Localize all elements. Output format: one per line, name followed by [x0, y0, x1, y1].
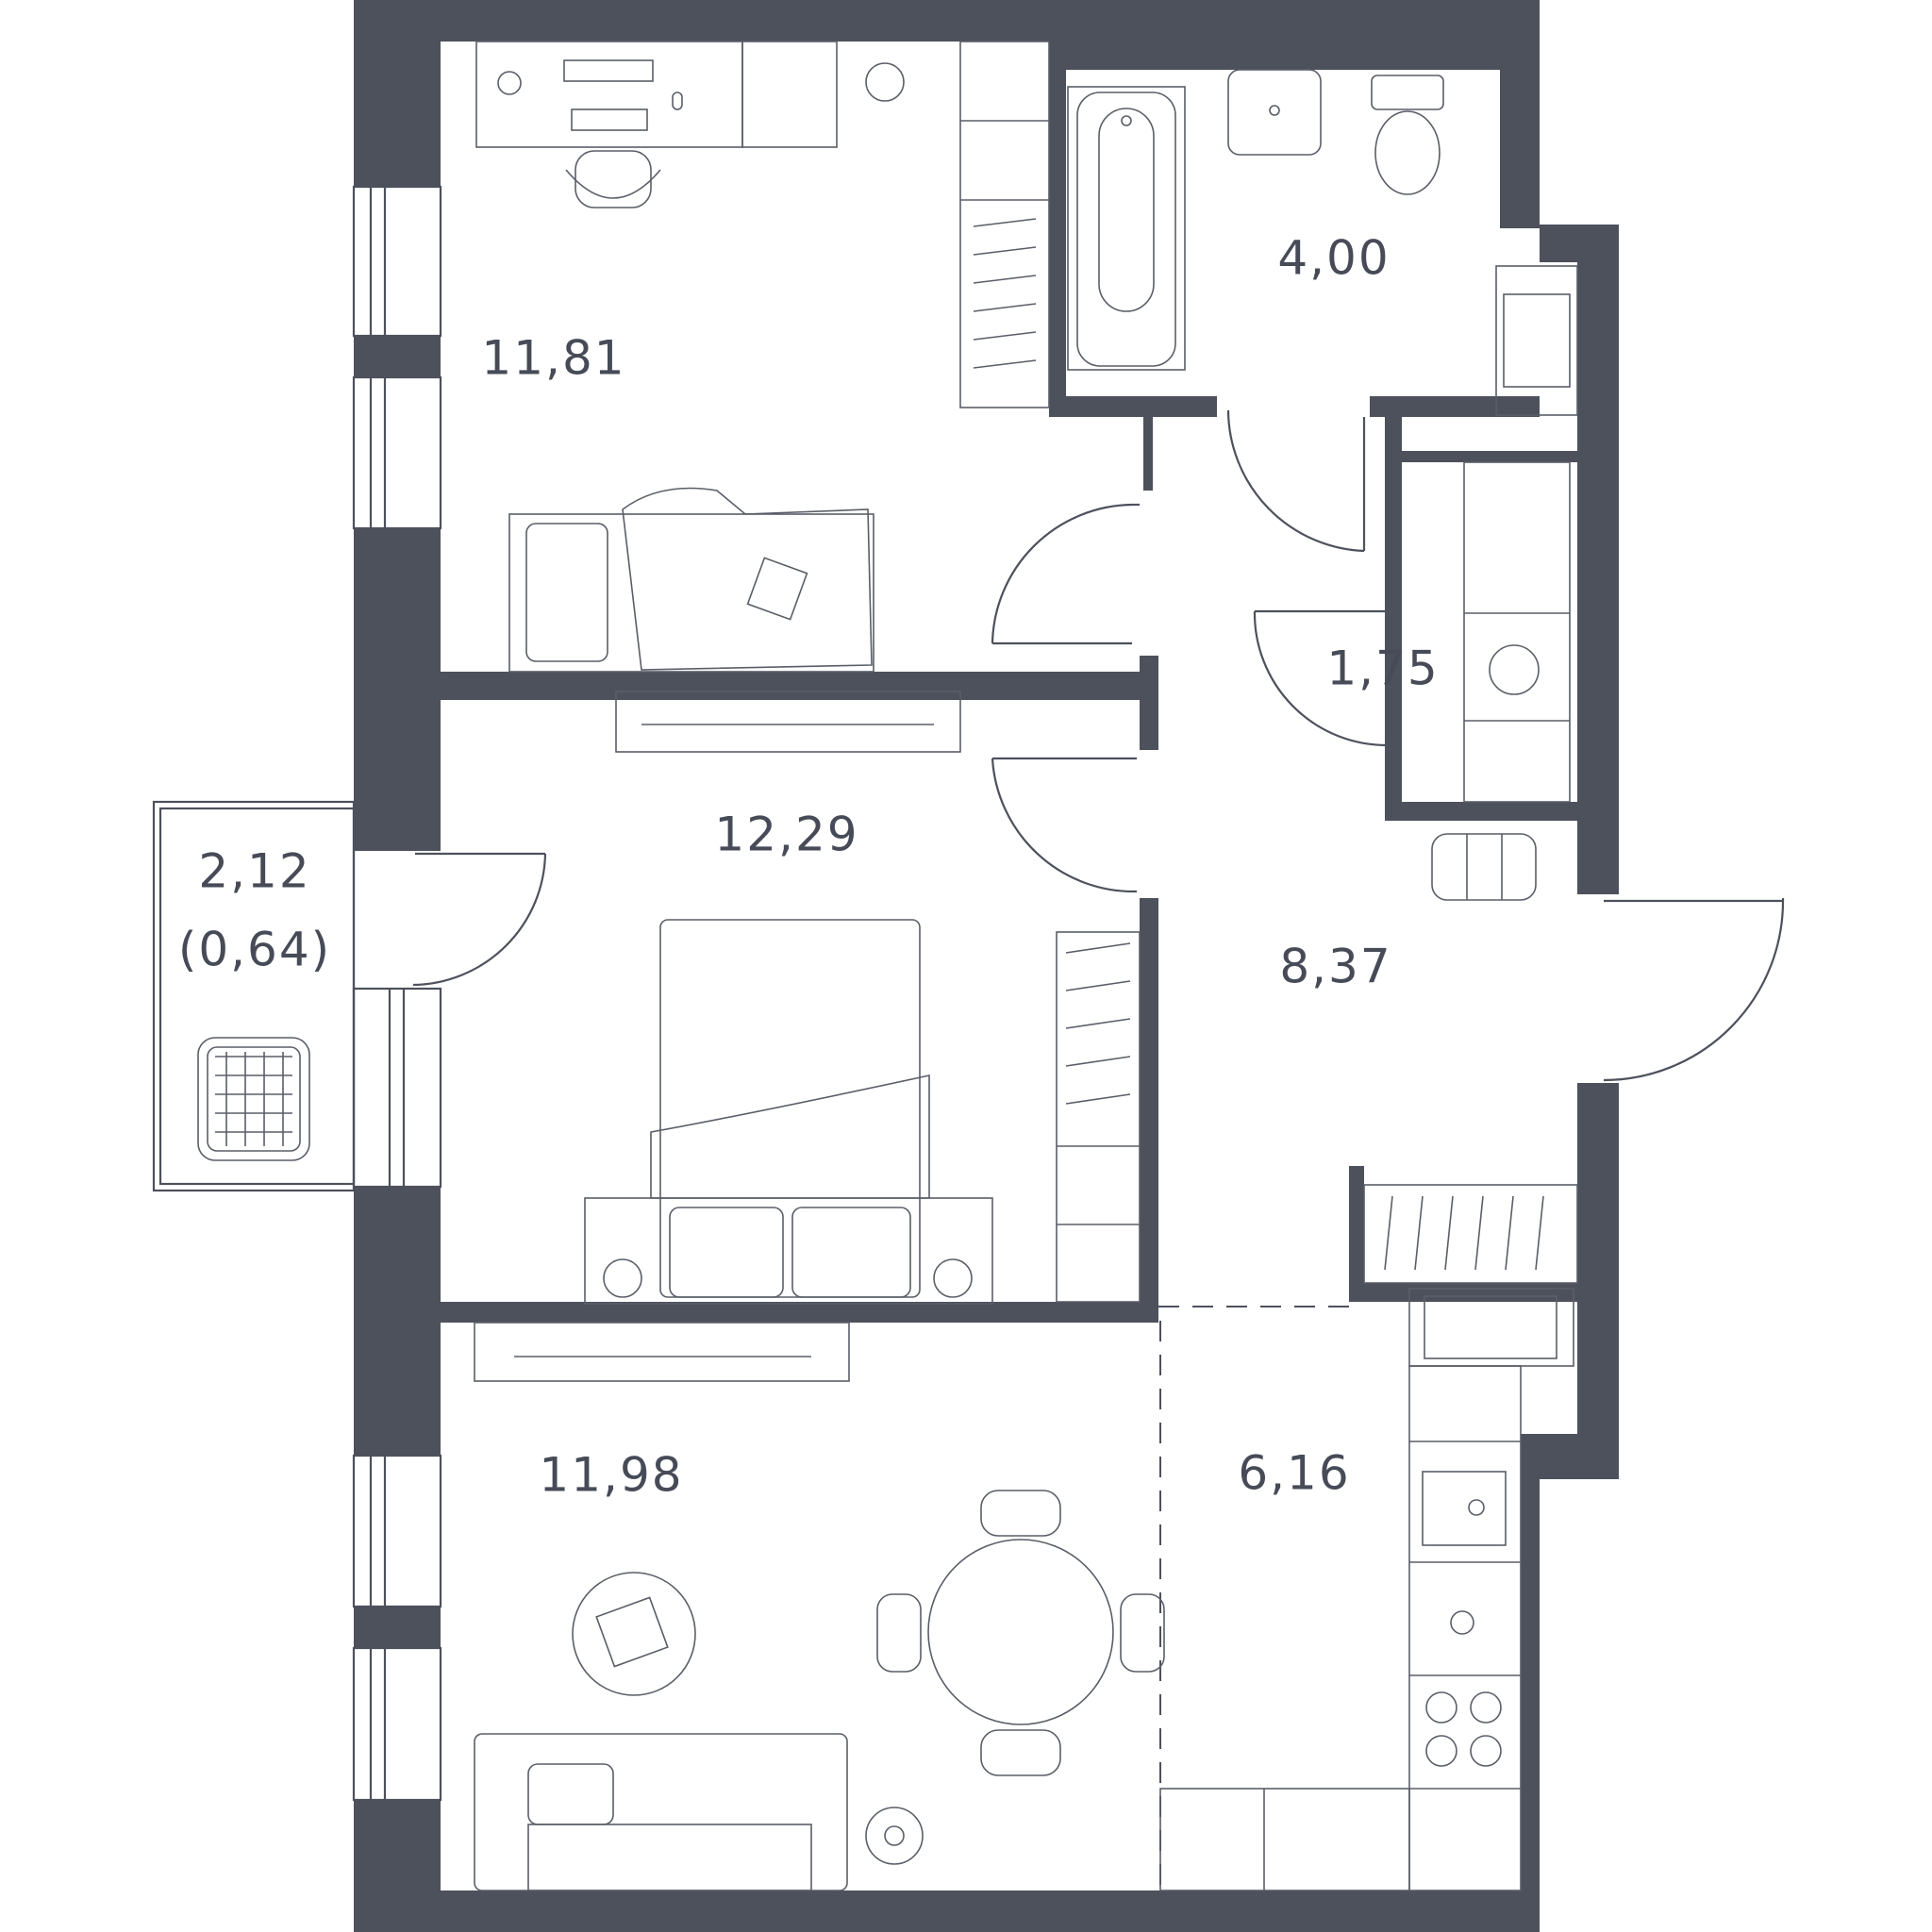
bed-top-icon	[508, 487, 874, 673]
wardrobe-middle-icon	[1056, 931, 1141, 1303]
area-hallway: 8,37	[1279, 940, 1391, 994]
area-storage: 1,75	[1326, 641, 1439, 696]
office-chair-icon	[565, 150, 661, 208]
living-tv-stand-icon	[474, 1322, 850, 1382]
sofa-icon	[474, 1733, 848, 1891]
area-balcony-sub: (0,64)	[178, 923, 331, 977]
area-kitchen: 6,16	[1238, 1446, 1350, 1501]
area-bathroom: 4,00	[1277, 231, 1390, 286]
floor-lamp-icon	[865, 1807, 924, 1865]
utility-cabinet-icon	[1495, 265, 1578, 416]
windows	[352, 185, 442, 1802]
area-labels: 11,81 4,00 1,75 12,29 2,12 (0,64) 8,37 1…	[178, 231, 1439, 1503]
area-living-room: 11,98	[539, 1448, 683, 1503]
bed-middle-icon	[584, 919, 993, 1305]
area-bedroom-top: 11,81	[481, 331, 625, 386]
coffee-table-icon	[572, 1572, 696, 1696]
zone-divider	[1158, 1306, 1349, 1890]
area-balcony: 2,12	[198, 844, 310, 899]
bathroom-sink-icon	[1227, 69, 1322, 156]
kitchen-counter-icon	[1159, 1288, 1574, 1891]
walls	[354, 0, 1619, 1932]
balcony	[152, 800, 356, 1192]
desk-icon	[475, 41, 905, 148]
toilet-icon	[1371, 75, 1444, 195]
hallway-wardrobe-icon	[1363, 1184, 1578, 1284]
doors	[412, 409, 1785, 1082]
dining-table-icon	[876, 1490, 1165, 1776]
hallway-bench-icon	[1431, 833, 1537, 901]
balcony-chair-icon	[197, 1037, 310, 1161]
tv-stand-icon	[615, 691, 961, 753]
bathtub-icon	[1067, 86, 1186, 371]
washing-machine-icon	[1463, 461, 1571, 803]
wardrobe-icon	[959, 41, 1050, 408]
area-bedroom-middle: 12,29	[714, 808, 858, 862]
